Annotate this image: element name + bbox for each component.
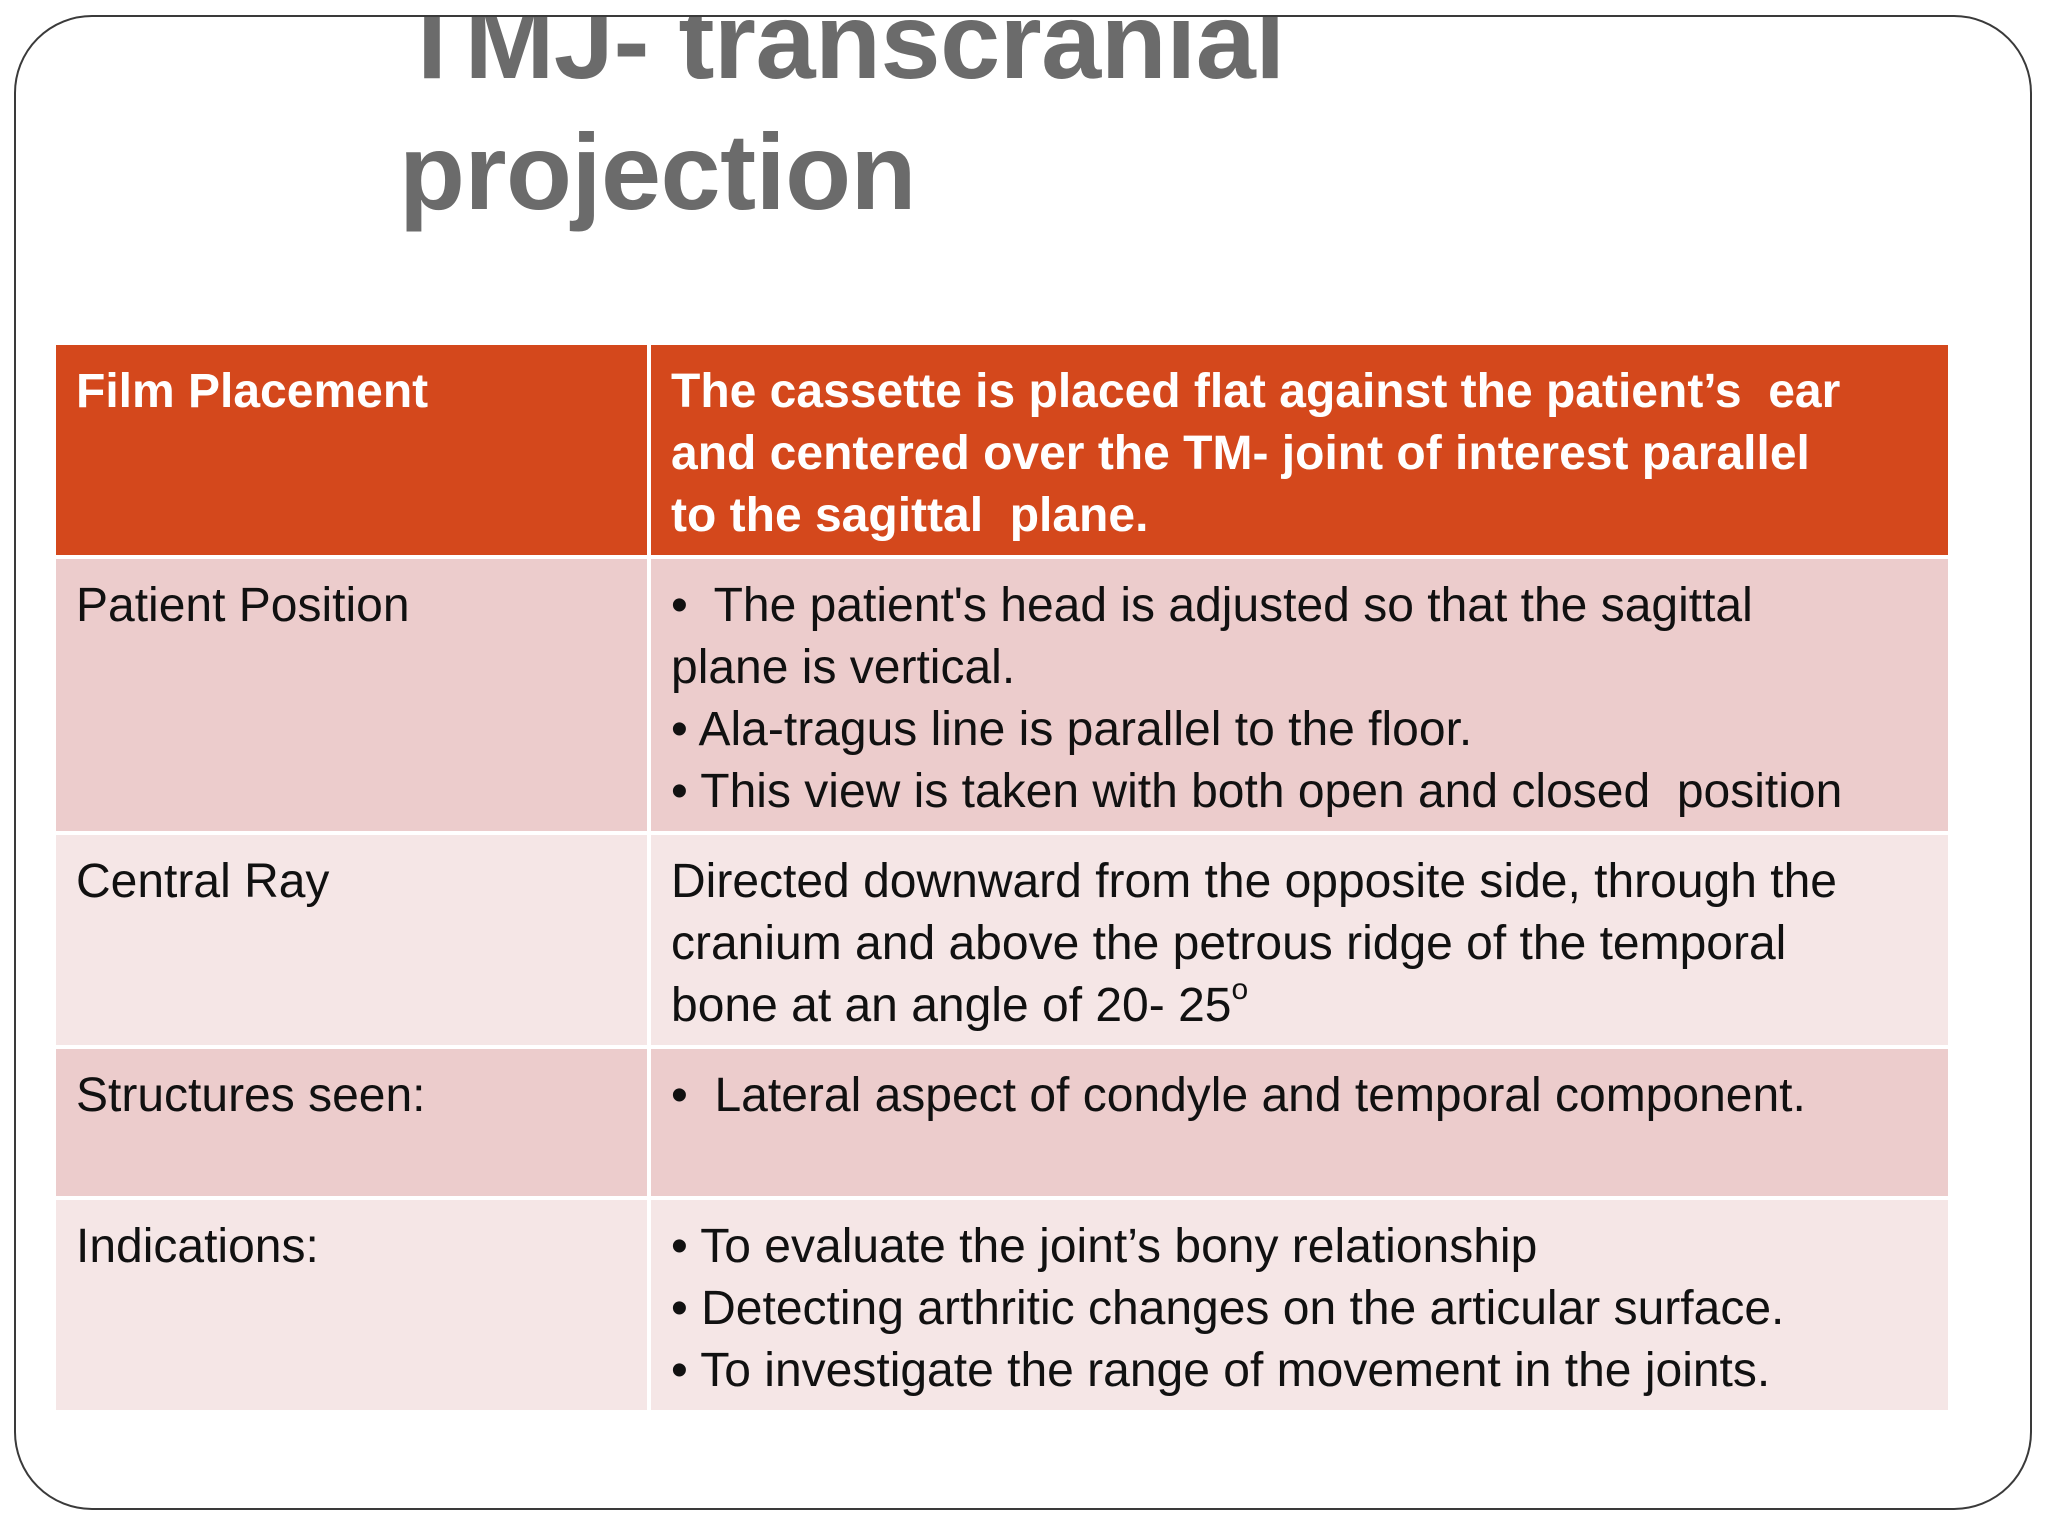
table-row-indications: Indications: • To evaluate the joint’s b… — [52, 1196, 1952, 1414]
content-line: • The patient's head is adjusted so that… — [671, 579, 1753, 632]
content-line: • Ala-tragus line is parallel to the flo… — [671, 703, 1473, 756]
content-line: • Lateral aspect of condyle and temporal… — [671, 1069, 1806, 1122]
content-line: • This view is taken with both open and … — [671, 765, 1843, 818]
row-content-indications: • To evaluate the joint’s bony relations… — [647, 1196, 1952, 1414]
table-row-film-placement: Film Placement The cassette is placed fl… — [52, 341, 1952, 559]
slide-title: TMJ- transcranial projection — [399, 15, 1285, 237]
row-label-patient-position: Patient Position — [52, 555, 651, 835]
row-label-indications: Indications: — [52, 1196, 651, 1414]
content-line: and centered over the TM- joint of inter… — [671, 427, 1810, 480]
slide-title-line-1: TMJ- transcranial — [399, 15, 1285, 101]
row-content-film-placement: The cassette is placed flat against the … — [647, 341, 1952, 559]
content-line: cranium and above the petrous ridge of t… — [671, 917, 1787, 970]
slide-title-line-2: projection — [399, 111, 917, 232]
content-line-with-degree: bone at an angle of 20- 25o — [671, 975, 1928, 1037]
content-line: • Detecting arthritic changes on the art… — [671, 1282, 1785, 1335]
table-row-central-ray: Central Ray Directed downward from the o… — [52, 831, 1952, 1049]
content-line: to the sagittal plane. — [671, 489, 1149, 542]
content-line: • To evaluate the joint’s bony relations… — [671, 1220, 1538, 1273]
row-label-central-ray: Central Ray — [52, 831, 651, 1049]
content-line: The cassette is placed flat against the … — [671, 365, 1841, 418]
table-row-patient-position: Patient Position • The patient's head is… — [52, 555, 1952, 835]
content-line: Directed downward from the opposite side… — [671, 855, 1837, 908]
row-label-film-placement: Film Placement — [52, 341, 651, 559]
table-row-structures-seen: Structures seen: • Lateral aspect of con… — [52, 1045, 1952, 1200]
row-label-structures-seen: Structures seen: — [52, 1045, 651, 1200]
content-line-text: bone at an angle of 20- 25 — [671, 979, 1232, 1032]
row-content-structures-seen: • Lateral aspect of condyle and temporal… — [647, 1045, 1952, 1200]
content-line: plane is vertical. — [671, 641, 1016, 694]
degree-mark: o — [1231, 973, 1249, 1006]
info-table: Film Placement The cassette is placed fl… — [52, 341, 1952, 1414]
row-content-central-ray: Directed downward from the opposite side… — [647, 831, 1952, 1049]
content-line: • To investigate the range of movement i… — [671, 1344, 1771, 1397]
row-content-patient-position: • The patient's head is adjusted so that… — [647, 555, 1952, 835]
